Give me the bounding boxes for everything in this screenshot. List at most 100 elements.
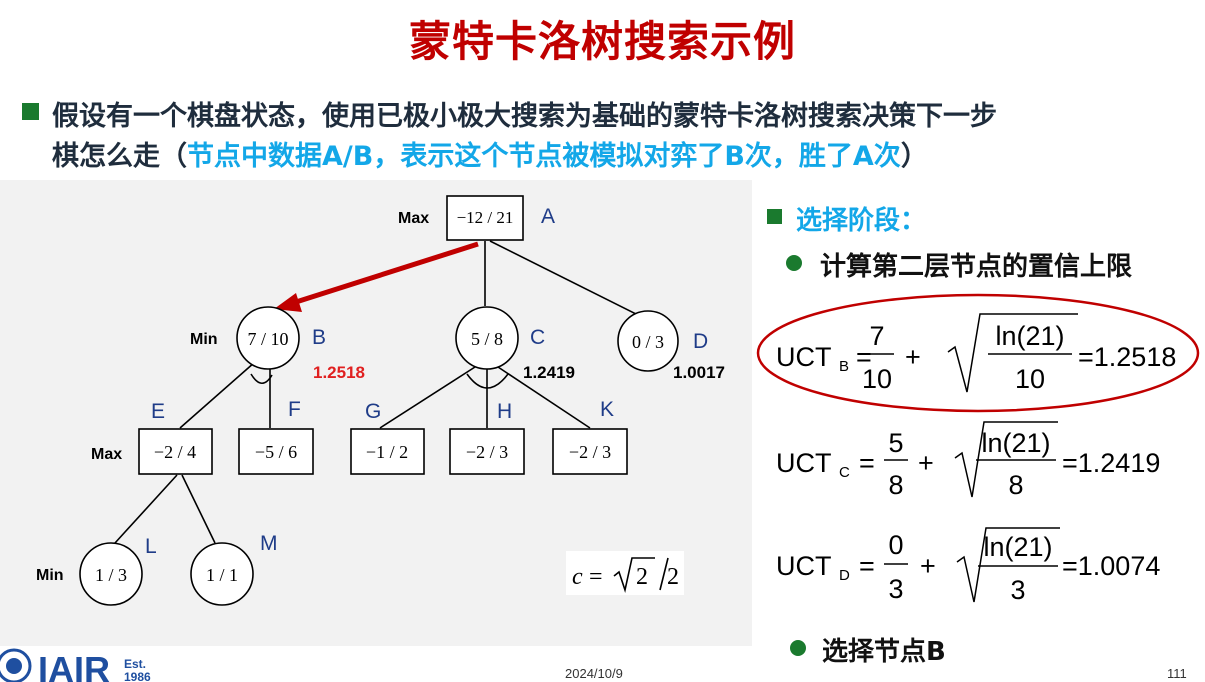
node-b-letter: B — [312, 326, 326, 349]
edge-c-k — [497, 366, 591, 429]
circle-bullet-icon — [786, 255, 802, 271]
logo-est: Est. — [124, 657, 146, 671]
question-line-2-end: ） — [900, 141, 928, 172]
node-f-value: −5 / 6 — [255, 442, 297, 462]
uct-c-label: UCT — [776, 448, 832, 478]
selection-arrowhead — [274, 293, 302, 312]
square-bullet-icon — [22, 103, 39, 120]
level-max-2: Max — [91, 446, 122, 463]
slide-date: 2024/10/9 — [565, 666, 623, 681]
node-b-value: 7 / 10 — [247, 329, 288, 349]
uct-c-plus: + — [918, 448, 934, 478]
uct-b-result: =1.2518 — [1078, 342, 1176, 372]
institute-logo: IAIR Est. 1986 — [0, 648, 151, 682]
uct-d-label: UCT — [776, 551, 832, 581]
uct-c-den: 8 — [888, 470, 903, 500]
node-g-letter: G — [365, 400, 381, 423]
question-line-2: 棋怎么走（节点中数据A/B，表示这个节点被模拟对弈了B次，胜了A次） — [52, 134, 928, 173]
uct-d-sub: D — [839, 567, 850, 584]
node-f-box — [238, 428, 314, 475]
uct-c-lnden: 8 — [1008, 470, 1023, 500]
constant-eq: = — [589, 564, 603, 590]
logo-year: 1986 — [124, 670, 151, 682]
uct-c-num: 5 — [888, 428, 903, 458]
uct-d-num: 0 — [888, 530, 903, 560]
node-d-letter: D — [693, 330, 708, 353]
node-l-circle — [79, 542, 143, 606]
uct-b-plus: + — [905, 342, 921, 372]
section-title: 选择阶段： — [796, 206, 927, 236]
node-g-value: −1 / 2 — [366, 442, 408, 462]
uct-d-eq: = — [859, 551, 875, 581]
search-tree-diagram: −12 / 21 Max A 7 / 10 Min B 1.2518 5 / 8… — [36, 195, 725, 606]
node-c-value: 5 / 8 — [471, 329, 503, 349]
node-l-value: 1 / 3 — [95, 565, 127, 585]
highlight-ellipse — [756, 293, 1200, 413]
constant-den: 2 — [667, 564, 679, 590]
level-min-1: Min — [190, 331, 218, 348]
edge-a-d — [489, 240, 641, 317]
node-h-box — [449, 428, 525, 475]
uct-b-den: 10 — [862, 364, 892, 394]
uct-b-lnden: 10 — [1015, 364, 1045, 394]
node-d-circle — [617, 310, 679, 372]
node-f-letter: F — [288, 398, 301, 421]
uct-c-root-icon — [954, 421, 1058, 498]
node-c-ucb: 1.2419 — [523, 363, 575, 382]
uct-c-ln: ln(21) — [981, 428, 1050, 458]
node-e-value: −2 / 4 — [154, 442, 196, 462]
node-e-box — [138, 428, 213, 475]
edge-c-g — [379, 366, 476, 429]
node-m-circle — [190, 542, 254, 606]
question-line-1: 假设有一个棋盘状态，使用已极小极大搜索为基础的蒙特卡洛树搜索决策下一步 — [52, 101, 997, 132]
uct-b-ln: ln(21) — [995, 321, 1064, 351]
node-d-value: 0 / 3 — [632, 332, 664, 352]
edge-e-l — [114, 474, 178, 544]
uct-b-root-icon — [947, 313, 1078, 393]
uct-d-root-icon — [956, 527, 1060, 603]
node-b-circle — [236, 306, 300, 370]
node-k-value: −2 / 3 — [569, 442, 611, 462]
node-l-letter: L — [145, 535, 157, 558]
uct-d-result: =1.0074 — [1062, 551, 1160, 581]
uct-d-ln: ln(21) — [983, 532, 1052, 562]
square-bullet-icon — [767, 209, 782, 224]
step-select-node: 选择节点B — [822, 637, 946, 667]
uct-c-eq: = — [859, 448, 875, 478]
uct-d-den: 3 — [888, 574, 903, 604]
edge-e-m — [181, 474, 216, 544]
node-k-box — [552, 428, 628, 475]
uct-b-num: 7 — [869, 321, 884, 351]
slide-title: 蒙特卡洛树搜索示例 — [408, 17, 796, 66]
constant-lhs: c — [572, 564, 583, 590]
node-c-circle — [455, 306, 519, 370]
node-b-ucb: 1.2518 — [313, 363, 365, 382]
node-a-value: −12 / 21 — [457, 208, 514, 227]
uct-c-result: =1.2419 — [1062, 448, 1160, 478]
node-c-letter: C — [530, 326, 545, 349]
step-compute-ucb: 计算第二层节点的置信上限 — [820, 252, 1133, 282]
level-max-1: Max — [398, 210, 429, 227]
node-h-letter: H — [497, 400, 512, 423]
uct-b-sub: B — [839, 358, 849, 375]
uct-b-label: UCT — [776, 342, 832, 372]
constant-rad: 2 — [636, 564, 648, 590]
uct-c-sub: C — [839, 464, 850, 481]
node-m-letter: M — [260, 532, 278, 555]
node-k-letter: K — [600, 398, 614, 421]
and-arc-b — [250, 373, 273, 385]
question-line-2-start: 棋怎么走（ — [52, 141, 187, 172]
logo-text: IAIR — [38, 649, 110, 682]
node-a-box — [446, 195, 524, 241]
page-number: 111 — [1167, 666, 1187, 681]
node-g-box — [350, 428, 425, 475]
node-e-letter: E — [151, 400, 165, 423]
ucb-formulas: UCT B = 7 10 + ln(21) 10 =1.2518 UCT C =… — [756, 293, 1200, 605]
uct-b-eq: = — [856, 342, 872, 372]
logo-emblem-icon — [0, 648, 32, 682]
node-h-value: −2 / 3 — [466, 442, 508, 462]
constant-slash — [659, 557, 669, 591]
edge-b-e — [179, 361, 256, 429]
node-d-ucb: 1.0017 — [673, 363, 725, 382]
selection-arrow — [295, 241, 479, 305]
